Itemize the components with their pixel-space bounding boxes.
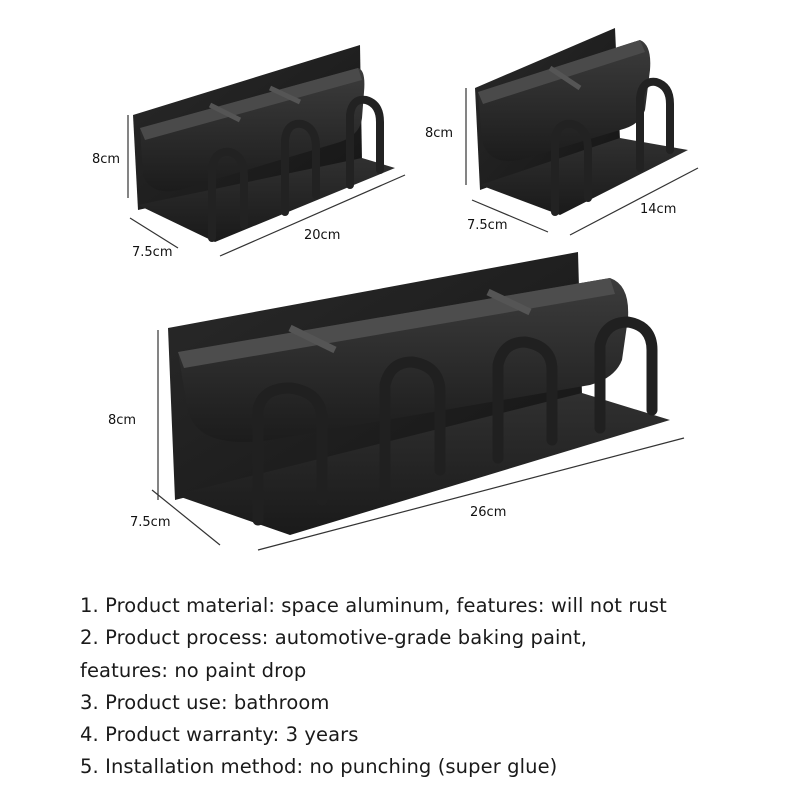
large-rack-width-label: 26cm bbox=[470, 505, 507, 520]
spec-process-features: features: no paint drop bbox=[80, 659, 307, 682]
mini-rack-width-label: 14cm bbox=[640, 202, 677, 217]
large-rack-drawing bbox=[151, 252, 685, 551]
large-rack-base bbox=[175, 393, 670, 535]
spec-material: 1. Product material: space aluminum, fea… bbox=[80, 594, 667, 617]
spec-warranty: 4. Product warranty: 3 years bbox=[80, 723, 359, 746]
mini-rack-cup-holder bbox=[478, 40, 651, 162]
small-rack-cup-holder bbox=[140, 68, 365, 192]
small-rack-height-label: 8cm bbox=[92, 152, 121, 167]
small-rack-drawing bbox=[127, 45, 406, 257]
small-rack-hooks bbox=[208, 95, 384, 242]
small-rack-base bbox=[138, 158, 395, 242]
spec-use: 3. Product use: bathroom bbox=[80, 691, 330, 714]
large-rack-hooks bbox=[252, 316, 658, 526]
mini-rack-hooks bbox=[551, 77, 674, 216]
mini-rack-drawing bbox=[465, 28, 699, 236]
large-rack-height-label: 8cm bbox=[108, 413, 137, 428]
small-rack-width-label: 20cm bbox=[304, 228, 341, 243]
mini-rack-height-label: 8cm bbox=[425, 126, 454, 141]
large-rack-depth-label: 7.5cm bbox=[130, 515, 171, 530]
spec-installation: 5. Installation method: no punching (sup… bbox=[80, 755, 558, 778]
spec-process: 2. Product process: automotive-grade bak… bbox=[80, 626, 588, 649]
small-rack-depth-label: 7.5cm bbox=[132, 245, 173, 260]
mini-rack-depth-label: 7.5cm bbox=[467, 218, 508, 233]
